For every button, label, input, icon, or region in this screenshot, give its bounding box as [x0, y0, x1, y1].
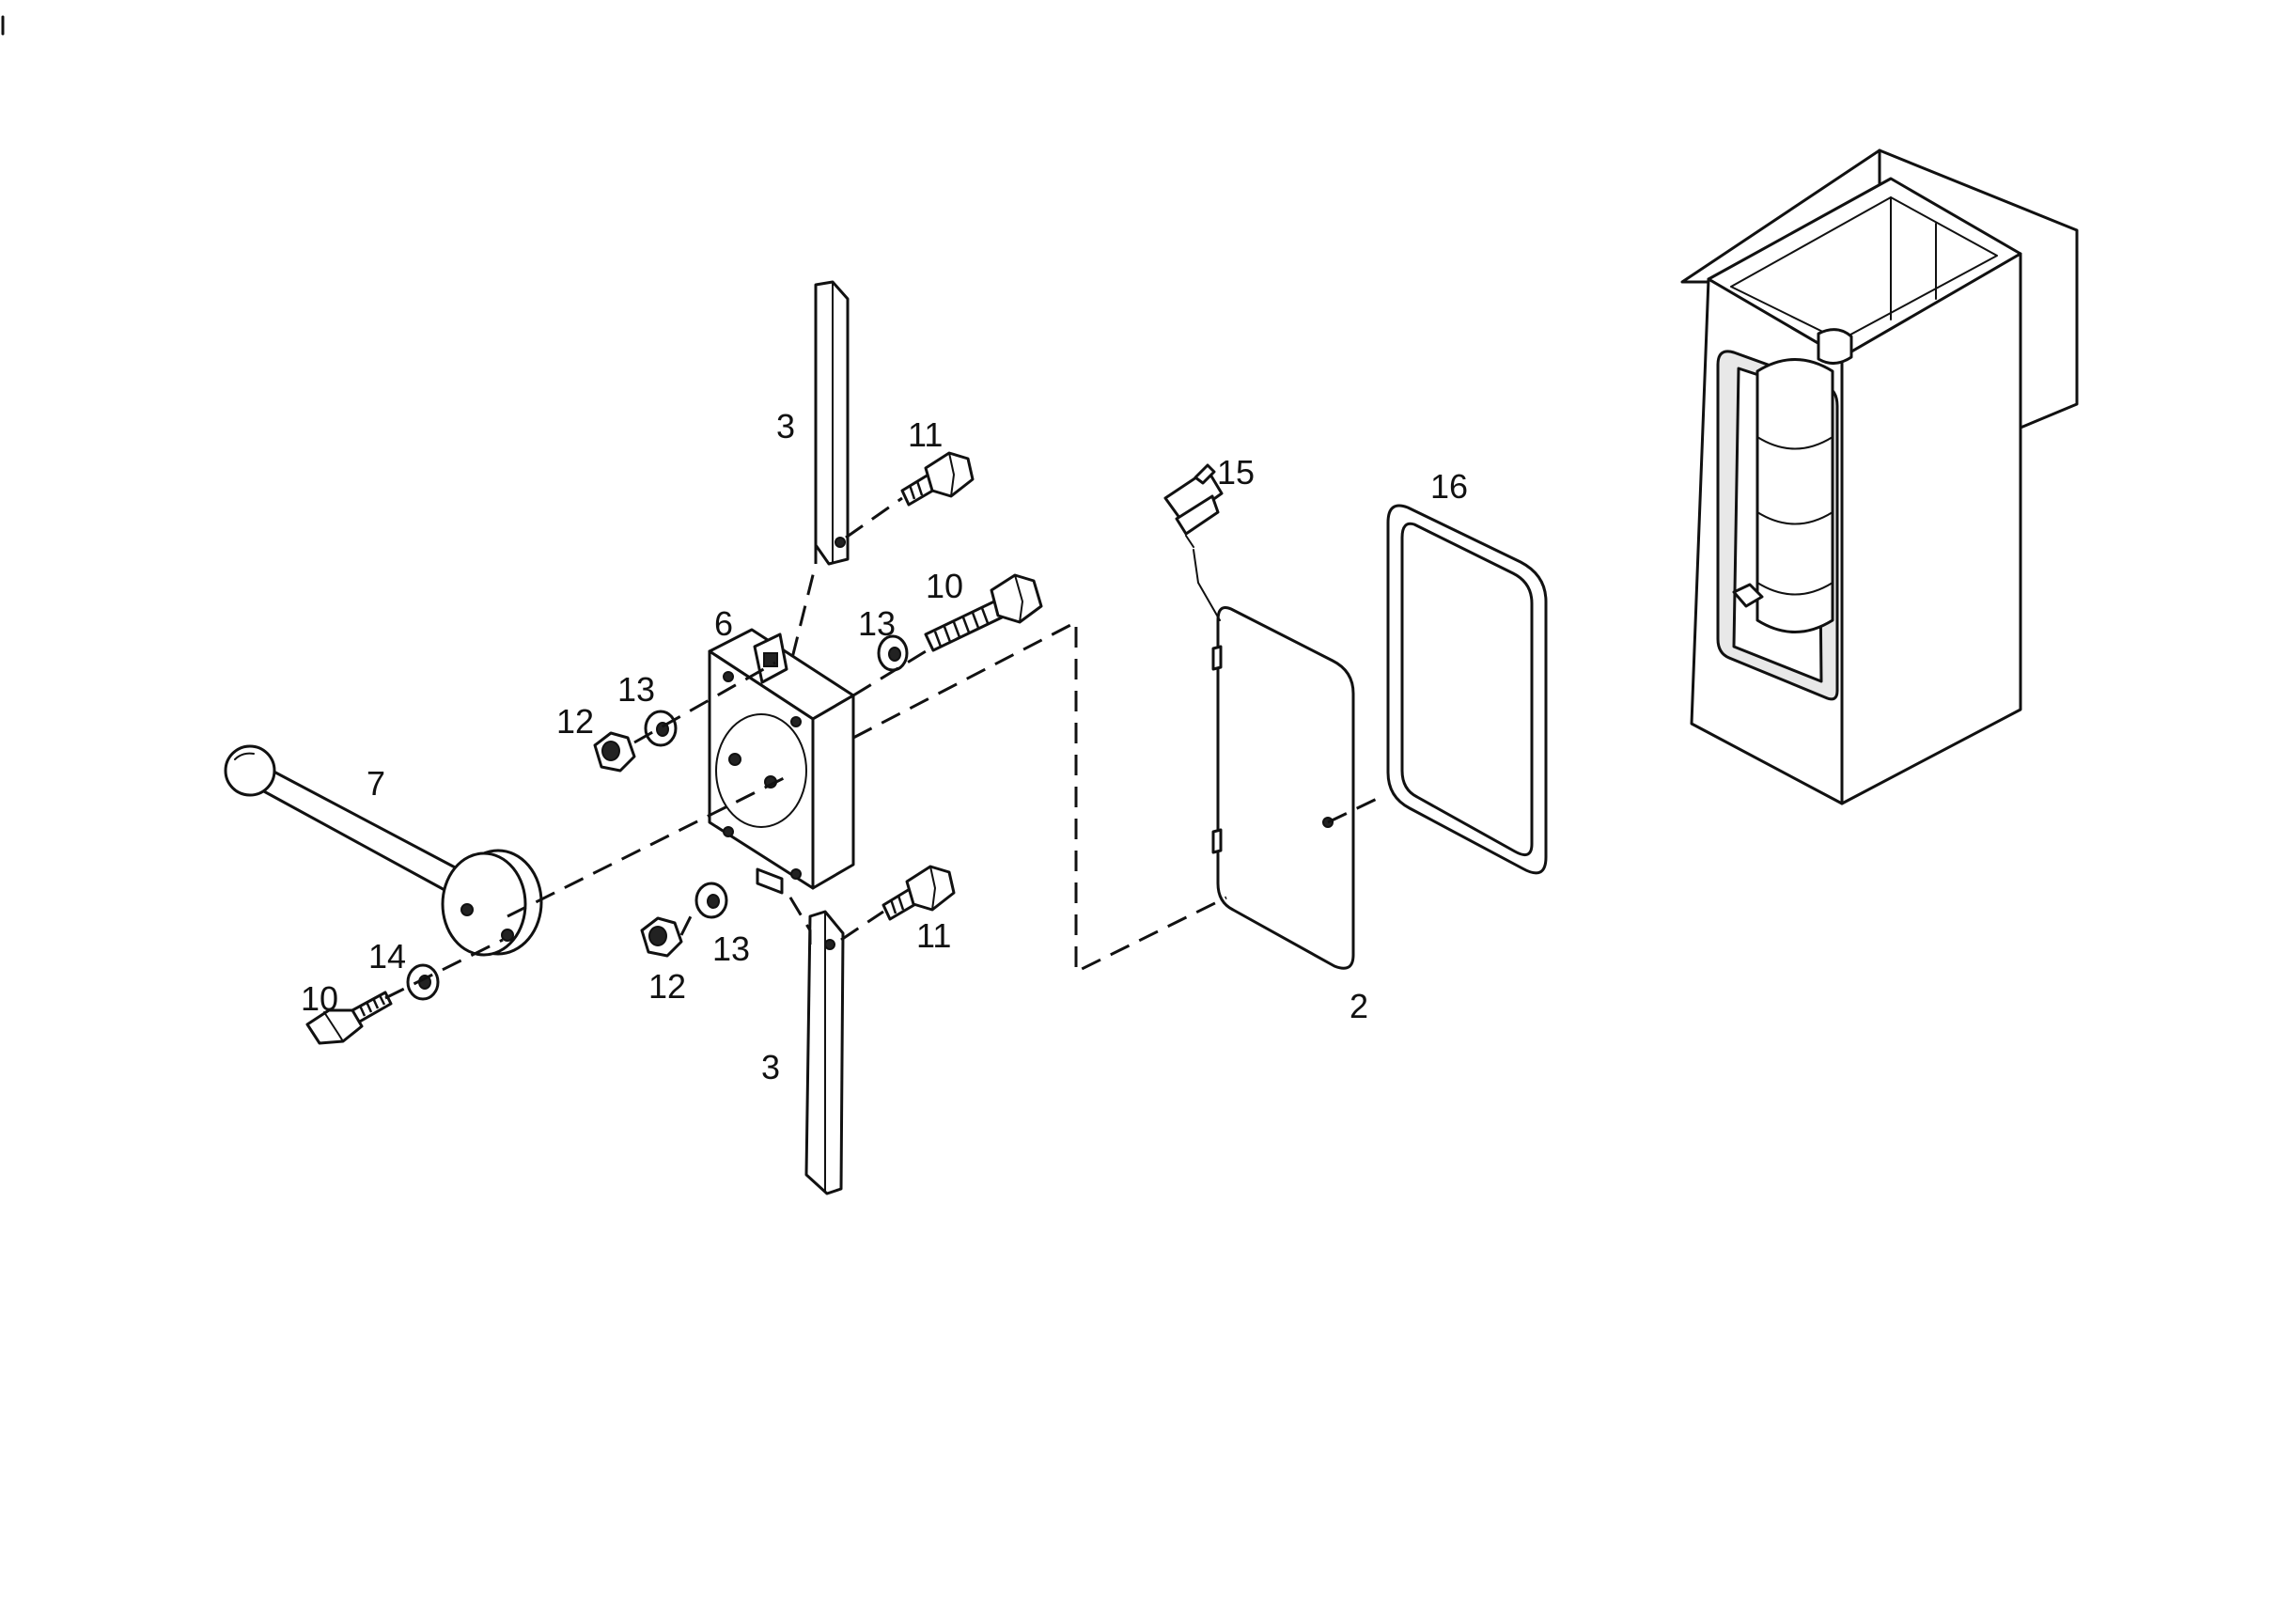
callout-13-bottom: 13	[712, 929, 750, 968]
axis-handle-to-block	[507, 773, 790, 918]
callout-2: 2	[1350, 987, 1368, 1025]
callout-13-left: 13	[617, 670, 655, 709]
part-12-nut-bottom	[640, 916, 683, 958]
part-15-fitting	[1163, 463, 1224, 548]
callout-11-bottom: 11	[916, 916, 951, 955]
callout-6: 6	[714, 604, 733, 643]
callout-10-top: 10	[926, 567, 963, 605]
callout-15: 15	[1217, 453, 1255, 492]
callout-10-bottom: 10	[301, 979, 338, 1018]
part-10-bolt-top	[924, 573, 1043, 652]
callout-12-top: 12	[556, 702, 594, 741]
axis-strip-bottom-to-bolt11	[840, 910, 884, 942]
callout-12-bottom: 12	[648, 967, 686, 1006]
callout-3-top: 3	[776, 407, 795, 445]
part-13-washer-left	[644, 710, 678, 747]
part-12-nut-top	[593, 731, 636, 773]
callout-3-bottom: 3	[761, 1048, 780, 1086]
leader-fitting-to-cover	[1193, 549, 1221, 621]
part-11-bolt-top	[900, 451, 975, 507]
axis-washer14-to-handle	[384, 938, 504, 1000]
callout-7: 7	[367, 764, 385, 803]
assembly-lines	[384, 496, 1378, 1000]
axis-strip-top-to-bolt11	[845, 496, 903, 539]
callout-13-right: 13	[858, 604, 896, 643]
part-13-washer-bottom	[694, 882, 728, 919]
callout-14: 14	[368, 937, 406, 976]
part-10-bolt-bottom	[305, 991, 393, 1045]
axis-nut12-to-block	[633, 661, 776, 744]
callout-11-top: 11	[908, 415, 943, 454]
part-3-strip-top	[814, 280, 850, 566]
part-2-cover	[1211, 606, 1355, 970]
callout-labels: 3 11 10 13 6 13 12 7 14 10 13 12 11 3 15…	[301, 407, 1468, 1086]
axis-strip-bottom-to-block	[786, 892, 812, 945]
part-11-bolt-bottom	[882, 865, 956, 921]
axis-nut12b-to-washer	[679, 906, 697, 936]
part-16-gasket	[1386, 504, 1548, 875]
axis-strip-top-to-block	[790, 543, 818, 659]
part-3-strip-bottom	[804, 910, 845, 1195]
part-7-handle	[224, 744, 543, 957]
housing-assembly	[1680, 148, 2079, 805]
part-14-washer	[406, 963, 440, 1001]
callout-16: 16	[1430, 467, 1468, 506]
axis-cover-to-gasket	[1327, 797, 1378, 824]
axis-block-to-bolt10	[852, 647, 931, 697]
part-6-block	[708, 628, 855, 895]
axis-block-to-cover	[852, 619, 1227, 975]
